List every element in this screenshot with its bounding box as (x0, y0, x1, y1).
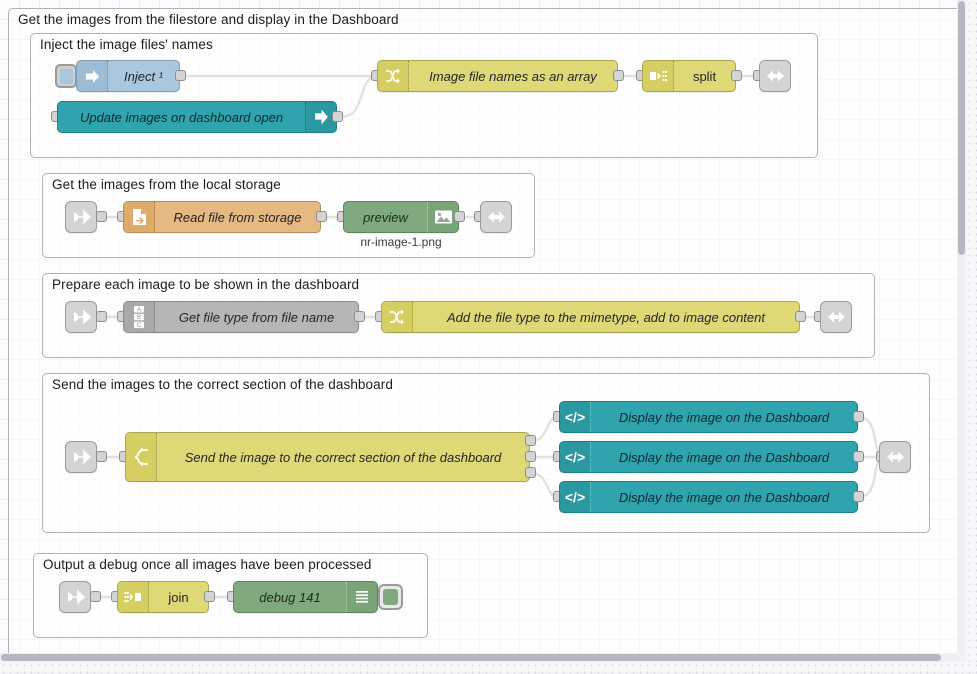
port-output-link-in-2[interactable] (96, 211, 107, 222)
node-file-type-label: Get file type from file name (178, 309, 335, 325)
abc-string-icon: A B C (124, 302, 155, 332)
node-template-1[interactable]: </> Display the image on the Dashboard (559, 401, 858, 433)
node-change-array-label: Image file names as an array (429, 68, 597, 84)
change-shuffle-icon (382, 302, 413, 332)
node-link-out-2[interactable] (480, 201, 512, 233)
change-shuffle-icon (378, 61, 409, 91)
node-split[interactable]: split (642, 60, 736, 92)
code-template-icon: </> (560, 402, 591, 432)
node-change-array[interactable]: Image file names as an array (377, 60, 618, 92)
dashboard-event-arrow-icon (305, 102, 336, 132)
node-link-in-3[interactable] (65, 301, 97, 333)
port-output-link-in-5[interactable] (90, 591, 101, 602)
port-output-join[interactable] (204, 591, 215, 602)
node-link-out-4[interactable] (879, 441, 911, 473)
node-inject[interactable]: Inject ¹ (76, 60, 180, 92)
file-in-icon (124, 202, 155, 232)
group-prepare-label: Prepare each image to be shown in the da… (52, 277, 360, 292)
link-in-icon (66, 202, 96, 232)
canvas-outside-right (966, 0, 977, 674)
node-file-read[interactable]: Read file from storage (123, 201, 321, 233)
horizontal-scrollbar-thumb[interactable] (1, 654, 941, 661)
port-output-file-read[interactable] (316, 211, 327, 222)
inject-trigger-button[interactable] (55, 64, 77, 88)
node-link-in-2[interactable] (65, 201, 97, 233)
node-template-1-label: Display the image on the Dashboard (618, 409, 830, 425)
link-out-icon (880, 442, 910, 472)
inject-arrow-icon (77, 61, 108, 91)
link-out-icon (481, 202, 511, 232)
port-output-ui-event[interactable] (332, 111, 343, 122)
group-outer-label: Get the images from the filestore and di… (18, 12, 399, 27)
node-change-mime-label: Add the file type to the mimetype, add t… (447, 309, 765, 325)
node-join-label: join (168, 589, 189, 605)
inject-trigger-square-icon (59, 68, 73, 84)
node-change-mime[interactable]: Add the file type to the mimetype, add t… (381, 301, 800, 333)
port-output-preview[interactable] (454, 211, 465, 222)
port-output-change-array[interactable] (613, 70, 624, 81)
port-output-template-1[interactable] (853, 411, 864, 422)
node-preview[interactable]: preview (343, 201, 459, 233)
group-debug-output-label: Output a debug once all images have been… (43, 557, 372, 572)
code-template-icon: </> (560, 482, 591, 512)
group-send-label: Send the images to the correct section o… (52, 377, 393, 392)
join-icon (118, 582, 149, 612)
node-template-2-label: Display the image on the Dashboard (618, 449, 830, 465)
switch-branch-icon (126, 433, 157, 481)
node-preview-label: preview (363, 209, 408, 225)
svg-text:A: A (137, 307, 141, 313)
horizontal-scrollbar[interactable] (0, 653, 966, 662)
port-output-change-mime[interactable] (795, 311, 806, 322)
node-file-read-label: Read file from storage (173, 209, 302, 225)
node-ui-event-label: Update images on dashboard open (79, 109, 284, 125)
link-in-icon (60, 582, 90, 612)
port-output-switch-1[interactable] (525, 435, 536, 446)
link-out-icon (821, 302, 851, 332)
group-read-storage-label: Get the images from the local storage (52, 177, 281, 192)
node-link-out-3[interactable] (820, 301, 852, 333)
node-link-in-4[interactable] (65, 441, 97, 473)
code-template-icon: </> (560, 442, 591, 472)
node-file-type[interactable]: A B C Get file type from file name (123, 301, 359, 333)
node-template-3[interactable]: </> Display the image on the Dashboard (559, 481, 858, 513)
group-inject-label: Inject the image files' names (40, 37, 213, 52)
node-link-in-5[interactable] (59, 581, 91, 613)
svg-text:B: B (137, 315, 141, 321)
svg-text:C: C (137, 323, 142, 329)
node-inject-label: Inject ¹ (123, 68, 163, 84)
port-output-file-type[interactable] (354, 311, 365, 322)
node-preview-caption: nr-image-1.png (360, 235, 442, 249)
canvas-outside-bottom (0, 662, 977, 674)
node-split-label: split (692, 68, 717, 84)
debug-enable-toggle[interactable] (378, 584, 403, 610)
link-out-icon (760, 61, 790, 91)
node-template-2[interactable]: </> Display the image on the Dashboard (559, 441, 858, 473)
port-output-split[interactable] (731, 70, 742, 81)
port-output-template-2[interactable] (853, 451, 864, 462)
port-output-inject[interactable] (175, 70, 186, 81)
link-in-icon (66, 302, 96, 332)
port-output-link-in-4[interactable] (96, 451, 107, 462)
port-output-switch-2[interactable] (525, 451, 536, 462)
node-template-3-label: Display the image on the Dashboard (618, 489, 830, 505)
port-output-switch-3[interactable] (525, 467, 536, 478)
group-inject[interactable]: Inject the image files' names (30, 33, 818, 158)
vertical-scrollbar[interactable] (957, 0, 966, 662)
node-switch-label: Send the image to the correct section of… (184, 449, 502, 465)
split-icon (643, 61, 674, 91)
node-join[interactable]: join (117, 581, 209, 613)
node-link-out-1[interactable] (759, 60, 791, 92)
port-output-link-in-3[interactable] (96, 311, 107, 322)
debug-lines-icon (346, 582, 377, 612)
image-preview-icon (427, 202, 458, 232)
port-output-template-3[interactable] (853, 491, 864, 502)
node-switch[interactable]: Send the image to the correct section of… (125, 432, 530, 482)
link-in-icon (66, 442, 96, 472)
node-debug[interactable]: debug 141 (233, 581, 378, 613)
node-ui-event[interactable]: Update images on dashboard open (57, 101, 337, 133)
debug-toggle-indicator-icon (383, 589, 398, 605)
vertical-scrollbar-thumb[interactable] (958, 1, 965, 255)
node-debug-label: debug 141 (259, 589, 321, 605)
